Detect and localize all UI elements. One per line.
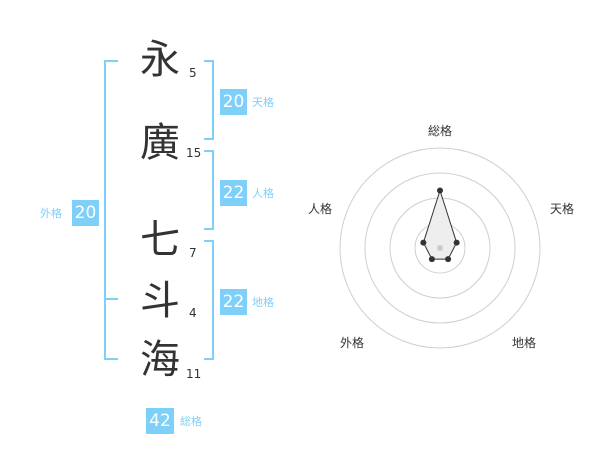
tenkaku-value: 20 xyxy=(220,89,247,115)
radar-point xyxy=(445,256,452,263)
kanji-2: 廣 xyxy=(140,120,180,166)
stroke-count-4: 4 xyxy=(189,306,197,320)
stroke-count-3: 7 xyxy=(189,246,197,260)
gaikaku-bracket xyxy=(104,60,118,360)
radar-ring xyxy=(364,172,516,324)
radar-label-soukaku: 総格 xyxy=(428,124,453,138)
tenkaku-bracket xyxy=(204,60,214,140)
radar-point xyxy=(428,256,435,263)
radar-point xyxy=(420,239,427,246)
gaikaku-label: 外格 xyxy=(40,207,62,220)
jinkaku-bracket xyxy=(204,150,214,230)
jinkaku-label: 人格 xyxy=(252,187,274,200)
jinkaku-value: 22 xyxy=(220,180,247,206)
kanji-3: 七 xyxy=(140,217,180,263)
radar-point xyxy=(437,187,443,194)
soukaku-label: 総格 xyxy=(180,415,202,428)
stroke-count-1: 5 xyxy=(189,66,197,80)
radar-label-gaikaku: 外格 xyxy=(340,336,365,350)
soukaku-value: 42 xyxy=(146,408,174,434)
chikaku-bracket xyxy=(204,240,214,360)
radar-label-tenkaku: 天格 xyxy=(550,202,575,216)
radar-label-jinkaku: 人格 xyxy=(308,202,333,216)
kanji-4: 斗 xyxy=(140,278,180,324)
tenkaku-label: 天格 xyxy=(252,96,274,109)
chikaku-value: 22 xyxy=(220,289,247,315)
chikaku-label: 地格 xyxy=(252,296,274,309)
kanji-1: 永 xyxy=(140,37,180,83)
radar-label-chikaku: 地格 xyxy=(512,336,537,350)
stroke-count-5: 11 xyxy=(186,367,202,381)
stroke-count-2: 15 xyxy=(186,146,202,160)
gaikaku-value: 20 xyxy=(72,200,99,226)
radar-ring xyxy=(339,147,541,349)
gaikaku-bracket-tick xyxy=(104,298,118,300)
radar-point xyxy=(453,239,460,246)
radar-center-dot xyxy=(437,245,443,251)
radar-area xyxy=(422,188,458,260)
kanji-5: 海 xyxy=(140,337,180,383)
